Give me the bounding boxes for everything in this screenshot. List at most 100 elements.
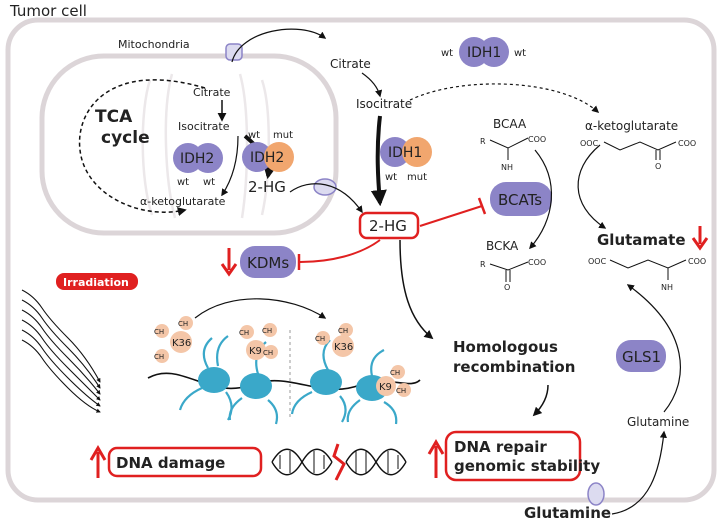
glutamine-transporter [587, 482, 605, 506]
histone-mark-k36-left: K36 CH CH CH [154, 316, 193, 363]
mito-citrate: Citrate [193, 86, 231, 99]
cyto-2hg-box [358, 211, 420, 240]
citrate-transporter [225, 43, 243, 61]
kdms-label: KDMs [247, 254, 289, 272]
mito-idh2-wt-label: IDH2 [180, 151, 214, 167]
k9-right-label: K9 [379, 382, 392, 393]
isocitrate-to-2hg-arrow [370, 115, 387, 207]
dna-repair-up-arrow [427, 439, 445, 478]
mito-idh2-wt-wt: IDH2 wt wt [173, 143, 223, 188]
bcka-label: BCKA [486, 239, 519, 253]
akg-to-glutamate-arrow [577, 144, 607, 229]
bcaa-to-bcka-arrow [529, 149, 553, 250]
svg-text:OOC: OOC [588, 257, 607, 266]
kdms-enzyme: KDMs [240, 246, 296, 278]
demethylation-arrow [194, 298, 327, 319]
idh1-wt-mut: IDH1 wt mut [380, 137, 432, 183]
k9-left-label: K9 [249, 346, 262, 357]
k36-left-label: K36 [172, 338, 191, 349]
glutamine-extracellular: Glutamine [524, 504, 611, 522]
dna-repair-box [444, 430, 582, 482]
glutamine-intracellular: Glutamine [627, 415, 689, 429]
tca-label-line1: TCA [95, 107, 133, 127]
nucleosome-1 [178, 335, 233, 421]
k36-right-label: K36 [334, 342, 353, 353]
bcaa-label: BCAA [493, 117, 527, 131]
svg-text:COO: COO [688, 257, 706, 266]
svg-text:COO: COO [678, 139, 696, 148]
mitochondrion [39, 53, 339, 236]
bcats-inhibition-bar [477, 197, 487, 215]
repair-line1: DNA repair [454, 438, 547, 456]
idh1-wt-label: IDH1 [467, 45, 501, 61]
glutamine-to-glutamate-arrow [626, 284, 682, 413]
svg-text:CH: CH [154, 328, 164, 336]
2hg-inhibits-bcats [419, 205, 483, 227]
cyto-citrate: Citrate [330, 57, 371, 71]
mito-idh2-mut-right: mut [273, 130, 293, 141]
citrate-export-arrow [231, 28, 327, 63]
2hg-inhibits-kdms [299, 239, 381, 263]
histone-mark-k9-left: K9 CH CH CH [239, 323, 278, 360]
hr-to-repair-arrow [532, 384, 549, 417]
bcaa-structure: R COO NH [480, 135, 546, 172]
bcats-label: BCATs [498, 191, 542, 209]
svg-text:R: R [480, 260, 486, 269]
glutamine-uptake-arrow [611, 430, 667, 515]
mito-idh2-wt-mut: IDH2 wt mut [242, 130, 294, 172]
mito-isocitrate-to-akg-arrow [221, 135, 239, 197]
irradiation-label: Irradiation [63, 276, 129, 289]
idh1-mut-right: mut [407, 172, 427, 183]
svg-text:CH: CH [178, 320, 188, 328]
svg-text:CH: CH [263, 349, 273, 357]
idh1-mut-label: IDH1 [388, 145, 422, 161]
cyto-akg: α-ketoglutarate [585, 119, 678, 133]
2hg-transporter [313, 178, 337, 196]
akg-structure: OOC COO O [580, 139, 696, 171]
mitochondria-label: Mitochondria [118, 38, 190, 51]
irradiation-badge: Irradiation [56, 273, 138, 290]
glutamate-down-arrow [691, 226, 709, 251]
svg-text:CH: CH [262, 327, 272, 335]
svg-text:R: R [480, 137, 486, 146]
citrate-to-isocitrate-arrow [361, 72, 383, 98]
dna-damage-up-arrow [89, 445, 107, 478]
dna-damage-label: DNA damage [116, 454, 225, 472]
tca-label-line2: cycle [101, 128, 150, 148]
mitochondria-cristae [141, 73, 270, 219]
histone-mark-k36-right: K36 CH CH [315, 323, 354, 357]
svg-text:CH: CH [239, 329, 249, 337]
2hg-to-hr-arrow [399, 239, 434, 340]
svg-text:NH: NH [501, 163, 513, 172]
histone-mark-k9-right: K9 CH CH [376, 365, 411, 397]
svg-text:O: O [504, 283, 510, 292]
broken-dna-helix [271, 448, 407, 476]
svg-text:CH: CH [338, 327, 348, 335]
mito-idh2-wt-left: wt [177, 177, 189, 188]
svg-text:CH: CH [154, 353, 164, 361]
cell-membrane [5, 17, 717, 503]
svg-text:CH: CH [315, 335, 325, 343]
glutamate-structure: OOC COO NH [588, 257, 706, 292]
svg-text:COO: COO [528, 135, 546, 144]
cyto-2hg: 2-HG [369, 217, 407, 235]
mito-akg: α-ketoglutarate [140, 195, 226, 208]
tca-cycle-arrow [78, 79, 206, 216]
svg-text:COO: COO [528, 258, 546, 267]
svg-text:O: O [655, 162, 661, 171]
idh1-wt-wt: IDH1 wt wt [441, 37, 526, 67]
hr-line1: Homologous [453, 338, 558, 356]
idh1-wt-right: wt [514, 48, 526, 59]
mito-idh2-wt-right: wt [203, 177, 215, 188]
cyto-isocitrate: Isocitrate [356, 97, 412, 111]
repair-line2: genomic stability [454, 457, 600, 475]
svg-text:CH: CH [396, 387, 406, 395]
gls1-enzyme: GLS1 [616, 340, 666, 372]
isocitrate-to-akg-dashed-arrow [409, 83, 600, 113]
svg-text:NH: NH [661, 283, 673, 292]
mito-isocitrate: Isocitrate [178, 120, 230, 133]
dna-damage-box [107, 446, 263, 478]
bcats-enzyme: BCATs [490, 182, 552, 216]
gls1-label: GLS1 [622, 348, 661, 366]
